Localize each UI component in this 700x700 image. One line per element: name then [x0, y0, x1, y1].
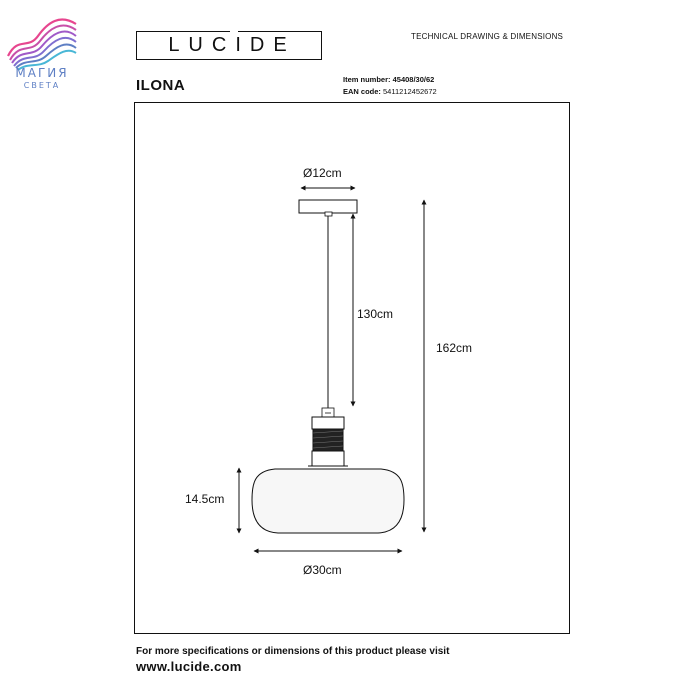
- brand-logo-text: LUCIDE: [168, 34, 296, 56]
- watermark-line-2: СВЕТА: [23, 81, 61, 90]
- ean-code-line: EAN code: 5411212452672: [343, 87, 437, 96]
- dim-shade-diameter: Ø30cm: [303, 563, 342, 577]
- canopy: [298, 199, 358, 214]
- item-number-label: Item number:: [343, 75, 391, 84]
- ean-code-label: EAN code:: [343, 87, 381, 96]
- item-number-line: Item number: 45408/30/62: [343, 75, 434, 84]
- document-type: TECHNICAL DRAWING & DIMENSIONS: [411, 32, 564, 41]
- dim-cord-length: 130cm: [357, 307, 394, 321]
- dim-shade-height: 14.5cm: [185, 492, 225, 506]
- dim-total-height: 162cm: [436, 341, 473, 355]
- ean-code-value: 5411212452672: [383, 87, 437, 96]
- socket-lower: [311, 450, 345, 467]
- item-number-value: 45408/30/62: [392, 75, 435, 84]
- footer-url[interactable]: www.lucide.com: [136, 659, 242, 674]
- drawing-frame: [134, 102, 570, 634]
- canopy-cord-grip: [324, 211, 333, 217]
- footer-note: For more specifications or dimensions of…: [136, 646, 450, 657]
- watermark-line-1: МАГИЯ: [15, 66, 69, 80]
- product-name: ILONA: [136, 77, 186, 94]
- dim-canopy-diameter: Ø12cm: [303, 166, 342, 180]
- glass-shade: [251, 468, 405, 534]
- socket-upper: [311, 416, 345, 430]
- brand-box-notch: [230, 28, 238, 34]
- brand-logo-box: [136, 31, 322, 60]
- magiya-sveta-logo: [7, 18, 77, 71]
